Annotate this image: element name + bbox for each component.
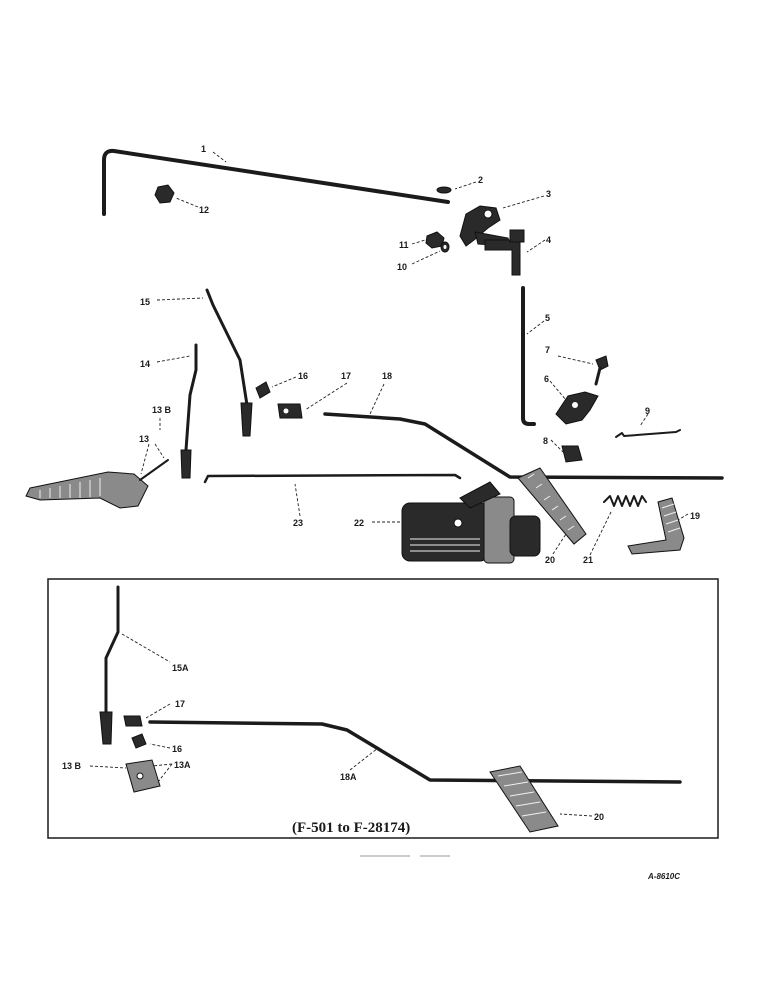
label-6: 6 xyxy=(544,374,549,384)
part-1-rod xyxy=(102,148,450,216)
inset-label-15a: 15A xyxy=(172,663,189,673)
leader-3 xyxy=(502,195,545,209)
part-15-rod xyxy=(205,288,253,437)
leader-15 xyxy=(156,297,204,301)
label-10: 10 xyxy=(397,262,407,272)
label-15: 15 xyxy=(140,297,150,307)
leader-11 xyxy=(411,239,426,245)
inset-leader-15a xyxy=(121,633,171,663)
part-13-pedal xyxy=(25,459,169,509)
label-23: 23 xyxy=(293,518,303,528)
part-6-bellcrank xyxy=(555,391,599,425)
label-11: 11 xyxy=(399,240,409,250)
part-23-rod xyxy=(203,473,462,484)
part-21-spring xyxy=(603,495,647,507)
inset-part-16-bolt xyxy=(131,733,147,749)
leader-7 xyxy=(557,355,594,365)
label-3: 3 xyxy=(546,189,551,199)
leader-2 xyxy=(454,181,477,190)
label-4: 4 xyxy=(546,235,551,245)
inset-label-16: 16 xyxy=(172,744,182,754)
part-5-rod xyxy=(521,286,536,426)
leader-16 xyxy=(271,376,297,388)
part-8-block xyxy=(561,445,583,463)
label-5: 5 xyxy=(545,313,550,323)
label-1: 1 xyxy=(201,144,206,154)
leader-19 xyxy=(677,513,689,521)
label-22: 22 xyxy=(354,518,364,528)
label-14: 14 xyxy=(140,359,150,369)
inset-part-18a-rod xyxy=(148,720,682,784)
inset-leader-20 xyxy=(559,813,593,817)
leader-18 xyxy=(369,383,385,415)
leader-23 xyxy=(294,483,301,517)
label-13b: 13 B xyxy=(152,405,172,415)
part-14-rod xyxy=(180,343,198,479)
leader-21 xyxy=(589,509,613,556)
inset-frame xyxy=(47,578,719,839)
part-20-pad xyxy=(517,467,587,545)
label-2: 2 xyxy=(478,175,483,185)
leader-10 xyxy=(411,250,441,265)
part-4-fitting xyxy=(484,229,525,276)
inset-caption: (F-501 to F-28174) xyxy=(292,820,410,836)
leader-8 xyxy=(550,439,564,453)
label-13: 13 xyxy=(139,434,149,444)
inset-label-13a: 13A xyxy=(174,760,191,770)
inset-part-20-pad xyxy=(489,765,559,833)
inset-label-13b: 13 B xyxy=(62,761,82,771)
inset-leader-17 xyxy=(145,703,171,719)
label-12: 12 xyxy=(199,205,209,215)
leader-4 xyxy=(526,239,546,253)
inset-leader-18a xyxy=(349,747,379,771)
part-19-arm xyxy=(627,497,685,555)
part-22-motor xyxy=(401,481,541,564)
inset-part-17-clevis xyxy=(123,715,143,727)
label-17: 17 xyxy=(341,371,351,381)
leader-20 xyxy=(552,533,567,555)
leader-13-b xyxy=(154,443,165,459)
label-9: 9 xyxy=(645,406,650,416)
label-8: 8 xyxy=(543,436,548,446)
inset-label-17: 17 xyxy=(175,699,185,709)
leader-13 xyxy=(140,443,150,475)
label-16: 16 xyxy=(298,371,308,381)
inset-leader-13a xyxy=(151,763,173,783)
leader-6 xyxy=(549,380,567,401)
label-21: 21 xyxy=(583,555,593,565)
label-7: 7 xyxy=(545,345,550,355)
label-19: 19 xyxy=(690,511,700,521)
inset-part-15a-rod xyxy=(99,585,120,745)
part-2-pin xyxy=(436,186,452,194)
label-20: 20 xyxy=(545,555,555,565)
label-18: 18 xyxy=(382,371,392,381)
leader-14 xyxy=(156,355,191,363)
part-18-rod xyxy=(323,412,724,480)
inset-label-18a: 18A xyxy=(340,772,357,782)
leader-17 xyxy=(304,382,348,411)
leader-1 xyxy=(212,151,227,163)
part-17-clevis xyxy=(277,403,303,419)
leader-5 xyxy=(526,320,545,335)
leader-9 xyxy=(639,413,649,427)
part-7-pin xyxy=(594,355,609,386)
inset-leader-16 xyxy=(149,743,171,749)
inset-leader-13b xyxy=(89,765,127,769)
inset-part-13a-bracket xyxy=(125,759,161,793)
part-16-bolt xyxy=(255,381,271,399)
part-12-nut xyxy=(154,184,175,204)
leader-12 xyxy=(175,197,199,208)
inset-label-20: 20 xyxy=(594,812,604,822)
part-10-washer xyxy=(440,241,450,253)
part-9-rod xyxy=(615,429,681,438)
reference-code: A-8610C xyxy=(647,872,680,881)
